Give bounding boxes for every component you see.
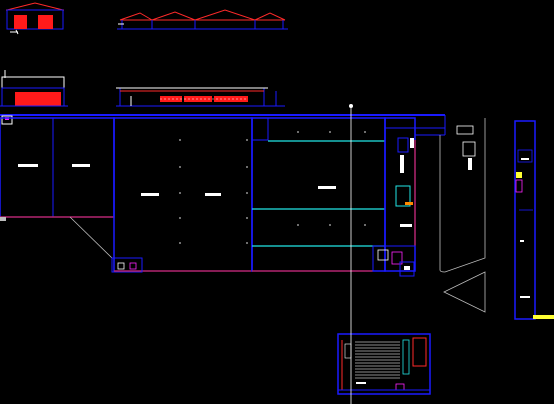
elevation-left-red-block	[0, 70, 68, 107]
label-tick	[15, 29, 19, 35]
column-grid	[179, 139, 248, 244]
elevation-outline	[6, 9, 64, 30]
roof-line	[194, 9, 256, 21]
room-label	[318, 186, 336, 189]
signage	[214, 96, 248, 102]
stair-hatch	[355, 341, 400, 379]
roof-line	[254, 12, 286, 21]
elevation-small-house	[6, 2, 64, 35]
crosshair-cursor-icon	[349, 104, 353, 404]
roof-line	[151, 11, 196, 21]
detail-plan-bottom	[337, 333, 431, 395]
roof-line	[6, 2, 64, 11]
room-label	[72, 164, 90, 167]
elevation-long-roof	[117, 9, 288, 30]
red-panel	[15, 92, 61, 106]
door-opening	[14, 15, 27, 29]
elevation-center-long	[116, 87, 285, 107]
room-label	[205, 193, 221, 196]
site-road	[439, 118, 486, 313]
room-label	[141, 193, 159, 196]
floor-plan-main	[0, 114, 446, 277]
room-label	[18, 164, 38, 167]
signage	[160, 96, 182, 102]
section-right-narrow	[514, 120, 554, 320]
roof-line	[119, 12, 153, 21]
door-opening	[38, 15, 53, 29]
